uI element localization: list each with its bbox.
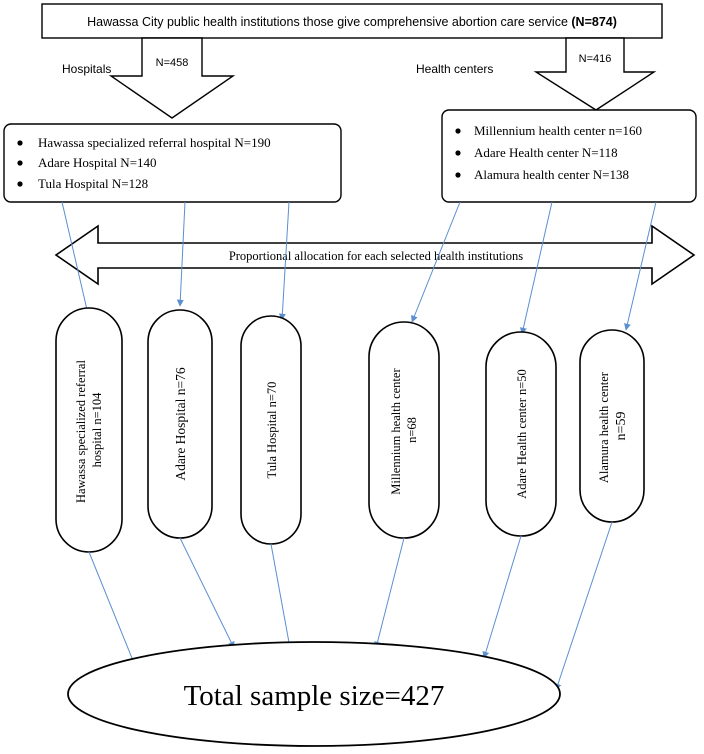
hospitals-label: Hospitals: [62, 62, 111, 76]
health-centers-count: N=416: [579, 53, 612, 65]
oval-alamura: Alamura health center n=59: [579, 329, 645, 523]
allocation-label: Proportional allocation for each selecte…: [229, 249, 523, 263]
health-centers-arrow: [533, 37, 657, 111]
list-item: Alamura health center N=138: [474, 167, 629, 182]
top-box: [41, 3, 663, 39]
list-item: Adare Health center N=118: [474, 145, 618, 160]
list-item: Adare Hospital N=140: [38, 155, 157, 170]
total-ellipse: [67, 641, 561, 747]
svg-text:Millennium health center: Millennium health center n=68: [389, 365, 419, 494]
center-list: Millennium health center n=160 Adare Hea…: [455, 123, 642, 182]
svg-text:Adare Health center n=50: Adare Health center n=50: [515, 369, 529, 499]
oval-millennium: Millennium health center n=68: [368, 321, 440, 539]
hospital-list: Hawassa specialized referral hospital N=…: [17, 135, 271, 191]
oval-adare-health-center: Adare Health center n=50: [485, 331, 557, 537]
top-box-text: Hawassa City public health institutions …: [87, 15, 617, 29]
list-item: Hawassa specialized referral hospital N=…: [38, 135, 271, 150]
svg-text:Tula Hospital n=70: Tula Hospital n=70: [265, 382, 279, 479]
hospitals-count: N=458: [156, 57, 189, 69]
oval-hawassa: Hawassa specialized referral hospital n=…: [55, 307, 123, 553]
allocation-double-arrow: [54, 224, 696, 286]
connectors-top: [61, 201, 657, 335]
health-centers-label: Health centers: [416, 62, 493, 76]
hospital-list-box: [3, 123, 342, 203]
oval-tula-hospital: Tula Hospital n=70: [240, 315, 302, 545]
svg-text:Alamura health center n: Alamura health center n=59: [597, 369, 629, 483]
oval-adare-hospital: Adare Hospital n=76: [147, 309, 213, 539]
hospitals-arrow: [108, 37, 236, 119]
svg-text:Hawassa specialized referral: Hawassa specialized referral hospital n=…: [74, 357, 104, 503]
center-list-box: [441, 109, 697, 203]
svg-text:Adare Hospital n=76: Adare Hospital n=76: [173, 367, 188, 481]
list-item: Millennium health center n=160: [474, 123, 642, 138]
total-sample-size: Total sample size=427: [184, 680, 445, 712]
list-item: Tula Hospital N=128: [38, 176, 148, 191]
connectors-bottom: [88, 521, 613, 691]
